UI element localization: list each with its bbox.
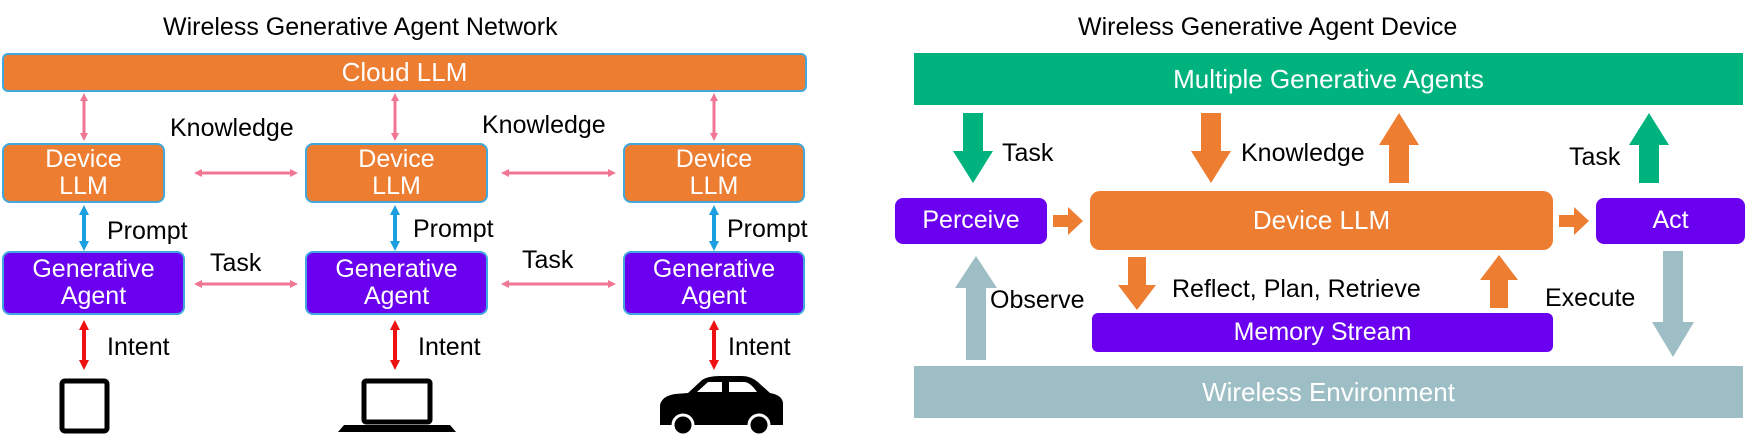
memory-to-llm-arrow xyxy=(1480,255,1518,308)
agents-up-arrow xyxy=(1379,113,1419,183)
device-llm-box-2: Device LLM xyxy=(305,143,488,203)
task-label-left: Task xyxy=(1002,139,1054,167)
knowledge-label-2: Knowledge xyxy=(482,111,606,139)
device-llm-box-1: Device LLM xyxy=(2,143,165,203)
prompt-label-3: Prompt xyxy=(727,215,808,243)
car-icon xyxy=(660,376,783,435)
perceive-to-llm-arrow xyxy=(1053,207,1083,235)
intent-label-1: Intent xyxy=(107,333,170,361)
knowledge-label-device: Knowledge xyxy=(1241,139,1365,167)
cloud-llm-box: Cloud LLM xyxy=(2,53,807,92)
task-label-2: Task xyxy=(522,246,574,274)
task-label-right: Task xyxy=(1569,143,1621,171)
generative-agent-box-3: Generative Agent xyxy=(623,251,805,315)
reflect-plan-retrieve-label: Reflect, Plan, Retrieve xyxy=(1172,275,1421,303)
memory-stream-box: Memory Stream xyxy=(1092,313,1553,352)
network-title: Wireless Generative Agent Network xyxy=(163,13,558,41)
multiple-agents-bar: Multiple Generative Agents xyxy=(914,53,1743,105)
intent-label-3: Intent xyxy=(728,333,791,361)
llm-to-act-arrow xyxy=(1559,207,1589,235)
perceive-box: Perceive xyxy=(895,198,1047,244)
task-down-arrow xyxy=(953,113,993,183)
prompt-label-2: Prompt xyxy=(413,215,494,243)
knowledge-label-1: Knowledge xyxy=(170,114,294,142)
device-llm-box-3: Device LLM xyxy=(623,143,805,203)
generative-agent-box-1: Generative Agent xyxy=(2,251,185,315)
llm-to-memory-arrow xyxy=(1118,257,1156,310)
task-label-1: Task xyxy=(210,249,262,277)
wireless-environment-bar: Wireless Environment xyxy=(914,366,1743,418)
prompt-label-1: Prompt xyxy=(107,217,188,245)
task-up-arrow xyxy=(1629,113,1669,183)
act-box: Act xyxy=(1596,198,1745,244)
execute-label: Execute xyxy=(1545,284,1636,312)
intent-label-2: Intent xyxy=(418,333,481,361)
laptop-icon xyxy=(338,378,456,432)
observe-up-arrow xyxy=(955,256,997,360)
observe-label: Observe xyxy=(990,286,1085,314)
tablet-icon xyxy=(59,378,110,434)
device-llm-main-box: Device LLM xyxy=(1090,191,1553,250)
generative-agent-box-2: Generative Agent xyxy=(305,251,488,315)
knowledge-down-arrow xyxy=(1191,113,1231,183)
execute-down-arrow xyxy=(1652,251,1694,357)
device-title: Wireless Generative Agent Device xyxy=(1078,13,1458,41)
